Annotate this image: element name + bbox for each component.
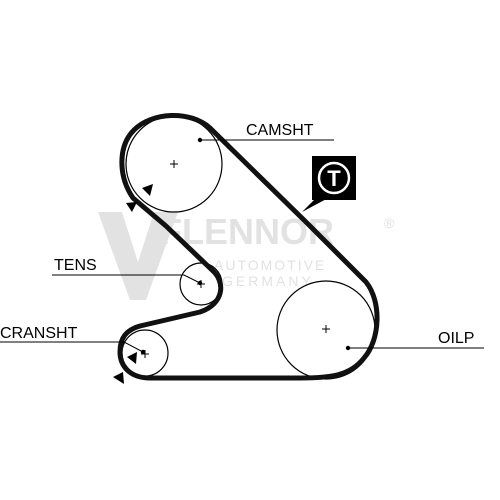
crankshaft-timing-mark-icon [127,352,137,364]
camshaft-centre-icon [170,160,178,168]
crankshaft-leader-dot [140,349,146,355]
timing-marks [113,184,153,384]
camshaft-belt-mark-icon [126,202,137,212]
camshaft-leader-dot [197,137,203,143]
camshaft-label: CAMSHT [246,122,314,139]
crankshaft-label: CRANSHT [0,325,78,342]
crankshaft-belt-mark-icon [113,372,124,384]
watermark-line2: GERMANY [222,273,314,289]
crankshaft-leader [0,341,144,353]
tensioner-leader-dot [197,280,203,286]
oil-pump-label: OILP [438,330,474,347]
watermark-registered: ® [384,215,395,231]
tension-badge: T [302,156,356,212]
timing-belt [117,113,380,381]
tensioner-label: TENS [54,257,97,274]
oil-pump-leader-dot [345,345,351,351]
leader-lines [0,139,484,353]
watermark-logo: FLENNOR ® AUTOMOTIVE GERMANY [98,211,395,300]
leader-dots [140,137,351,355]
watermark-line1: AUTOMOTIVE [214,257,326,273]
oil-pump-centre-icon [322,325,330,333]
watermark-emblem-icon [98,212,178,300]
tensioner-leader [52,274,201,284]
tension-badge-letter: T [327,166,341,191]
tension-badge-circle [317,161,351,195]
camshaft-timing-mark-icon [142,184,153,196]
